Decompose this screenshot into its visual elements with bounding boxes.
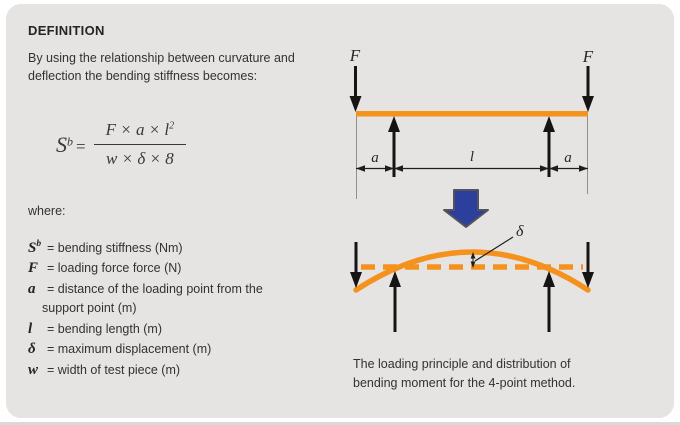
four-point-bending-diagram: F F a l a [349, 46, 594, 332]
definition-item: w = width of test piece (m) [28, 362, 263, 382]
stiffness-formula: Sb= F × a × l2 w × δ × 8 [56, 120, 187, 169]
definition-item: a = distance of the loading point from t… [28, 281, 263, 301]
dim-label-a-right: a [564, 150, 572, 166]
symbol-sup: b [36, 239, 42, 249]
beam [356, 111, 588, 117]
formula-denominator: w × δ × 8 [106, 149, 174, 168]
delta-pointer-line [474, 236, 514, 262]
definition-symbol: w [28, 361, 39, 378]
formula-symbol: S [56, 131, 67, 157]
definition-symbol: l [28, 321, 33, 338]
force-label-left: F [349, 46, 361, 65]
definition-text: support point (m) [42, 300, 137, 315]
delta-measure-arrow [470, 252, 476, 268]
numerator-exponent: 2 [169, 120, 175, 132]
force-arrow-left [349, 66, 362, 112]
formula-fraction: F × a × l2 w × δ × 8 [93, 120, 187, 169]
definition-text: = maximum displacement (m) [47, 342, 212, 357]
formula-symbol-sup: b [67, 134, 73, 149]
transition-arrow-icon [443, 189, 489, 228]
definition-item: F = loading force force (N) [28, 260, 263, 280]
deflected-beam-curve [353, 249, 591, 293]
definition-text: = bending stiffness (Nm) [47, 241, 183, 255]
definition-symbol: Sb [28, 239, 47, 257]
definition-symbol: F [28, 260, 39, 277]
definition-item-continuation: support point (m) [28, 301, 263, 321]
intro-line-1: By using the relationship between curvat… [28, 51, 295, 65]
definition-item: Sb = bending stiffness (Nm) [28, 239, 263, 260]
caption-line-2: bending moment for the 4-point method. [353, 376, 576, 390]
support-arrow-left-bottom [389, 271, 401, 332]
delta-label: δ [516, 223, 524, 240]
formula-numerator: F × a × l2 [93, 120, 187, 145]
definition-text: = bending length (m) [47, 322, 163, 337]
dimension-line [356, 165, 588, 172]
symbol-text: S [28, 240, 37, 256]
page-bottom-divider [0, 422, 680, 425]
caption-line-1: The loading principle and distribution o… [353, 357, 571, 371]
where-label: where: [28, 204, 66, 218]
force-arrow-left-bottom [350, 242, 362, 288]
definition-symbol: a [28, 280, 36, 297]
definition-item: δ = maximum displacement (m) [28, 341, 263, 361]
dim-label-l: l [470, 149, 474, 165]
definition-text: = distance of the loading point from the [47, 281, 263, 296]
intro-text: By using the relationship between curvat… [28, 50, 295, 85]
intro-line-2: deflection the bending stiffness becomes… [28, 68, 258, 83]
formula-lhs: Sb= [56, 132, 86, 158]
definition-text: = loading force force (N) [47, 261, 182, 276]
symbol-definitions: Sb = bending stiffness (Nm) F = loading … [28, 239, 263, 382]
support-arrow-right-bottom [543, 271, 555, 332]
force-arrow-right-bottom [582, 242, 594, 288]
panel-title: DEFINITION [28, 23, 105, 38]
definition-item: l = bending length (m) [28, 321, 263, 341]
numerator-text: F × a × l [105, 120, 170, 139]
diagram-caption: The loading principle and distribution o… [353, 355, 575, 393]
force-arrow-right [582, 66, 594, 112]
formula-equals: = [76, 136, 86, 156]
definition-symbol: δ [28, 341, 36, 358]
dim-label-a-left: a [371, 150, 379, 166]
definition-text: = width of test piece (m) [47, 362, 181, 377]
definition-panel: DEFINITION By using the relationship bet… [6, 4, 674, 418]
force-label-right: F [582, 47, 594, 66]
